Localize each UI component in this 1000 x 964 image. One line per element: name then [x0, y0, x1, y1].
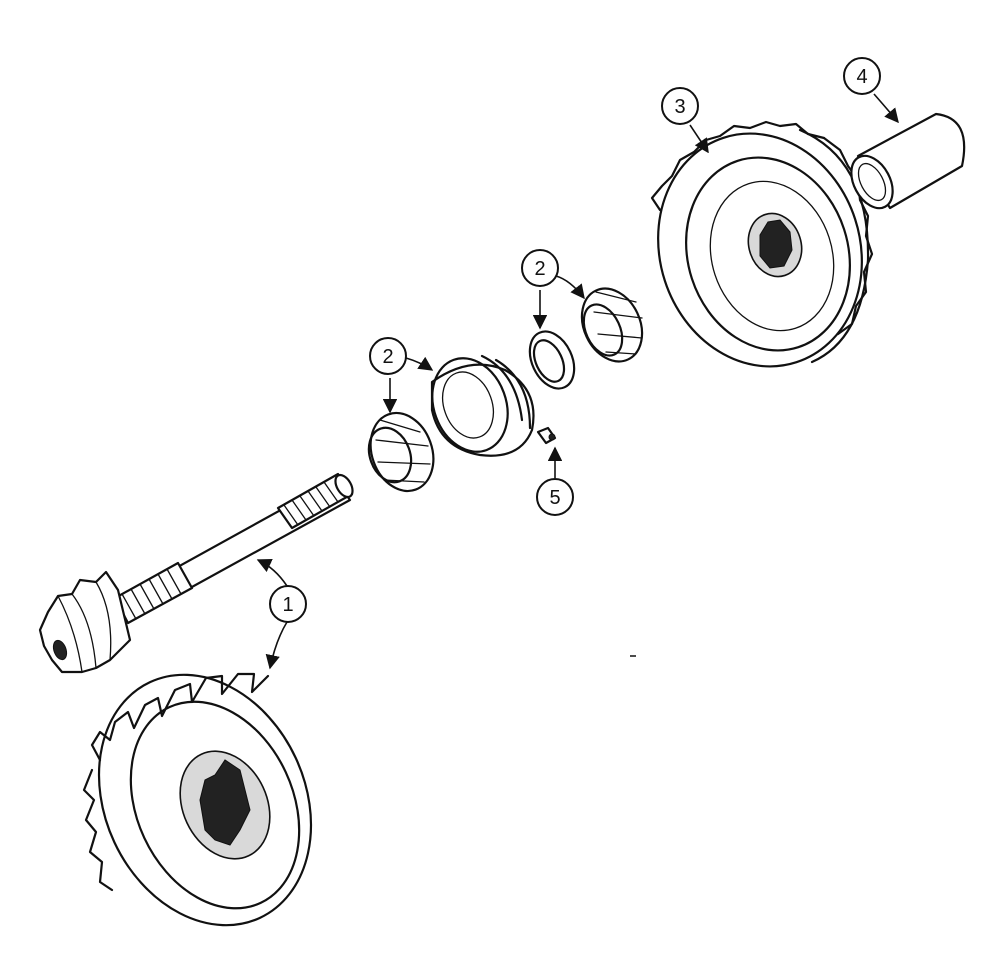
callout-3: 3: [661, 87, 699, 125]
bearing-cone-right: [580, 287, 644, 363]
bearing-housing: [430, 354, 535, 457]
callout-2-left-label: 2: [382, 346, 393, 368]
callout-3-label: 3: [674, 96, 685, 118]
callout-2-right: 2: [521, 249, 559, 287]
bevel-ring-gear: [82, 672, 313, 927]
callout-5: 5: [536, 478, 574, 516]
callout-1: 1: [269, 585, 307, 623]
callout-4-label: 4: [856, 66, 867, 88]
callout-1-label: 1: [282, 594, 293, 616]
bushing-sleeve: [850, 112, 966, 210]
bearing-cone-left: [367, 411, 435, 493]
callout-2-right-label: 2: [534, 258, 545, 280]
leader-lines: [256, 93, 899, 670]
callout-2-left: 2: [369, 337, 407, 375]
bearing-cup-right: [528, 330, 576, 390]
callout-4: 4: [843, 57, 881, 95]
callout-5-label: 5: [549, 487, 560, 509]
spur-gear: [650, 120, 874, 368]
pinion-shaft: [38, 472, 354, 674]
grease-fitting: [536, 426, 557, 445]
